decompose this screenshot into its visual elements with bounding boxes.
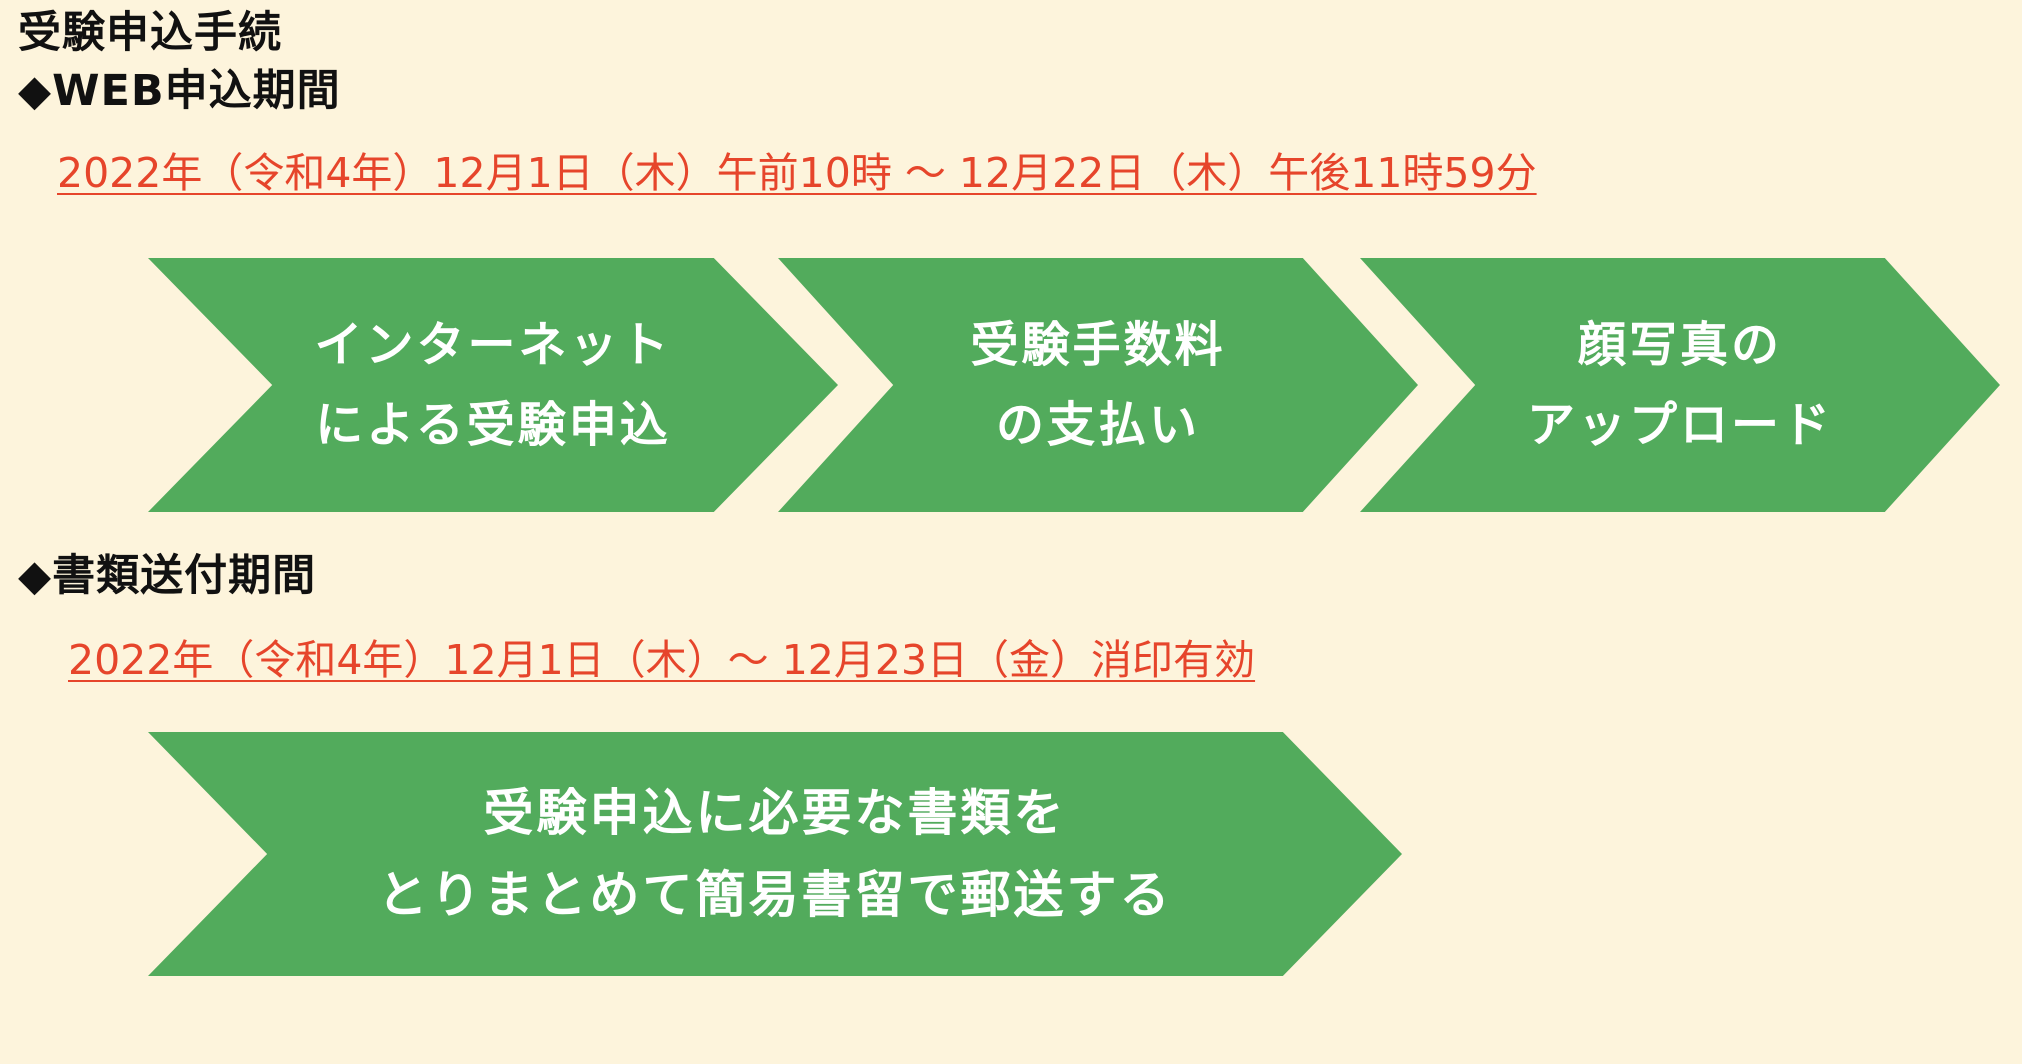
web-period-heading: ◆WEB申込期間: [18, 70, 341, 113]
web-period-heading-text: WEB申込期間: [52, 66, 341, 116]
page-title: 受験申込手続: [18, 8, 282, 58]
step-fee-payment: 受験手数料 の支払い: [778, 258, 1418, 512]
step-online-application: インターネット による受験申込: [148, 258, 838, 512]
diamond-bullet-icon: ◆: [18, 66, 53, 116]
docs-period-dates: 2022年（令和4年）12月1日（木）～ 12月23日（金）消印有効: [68, 636, 1256, 684]
docs-period-heading-text: 書類送付期間: [52, 551, 317, 601]
step-label: インターネット による受験申込: [314, 317, 672, 453]
step-label: 受験手数料 の支払い: [970, 317, 1226, 453]
docs-period-heading: ◆書類送付期間: [18, 555, 316, 598]
step-mail-documents: 受験申込に必要な書類を とりまとめて簡易書留で郵送する: [148, 732, 1402, 976]
web-period-dates: 2022年（令和4年）12月1日（木）午前10時 ～ 12月22日（木）午後11…: [57, 149, 1537, 197]
step-photo-upload: 顔写真の アップロード: [1360, 258, 2000, 512]
step-label: 受験申込に必要な書類を とりまとめて簡易書留で郵送する: [377, 784, 1173, 924]
diamond-bullet-icon: ◆: [18, 551, 53, 601]
step-label: 顔写真の アップロード: [1526, 317, 1833, 453]
